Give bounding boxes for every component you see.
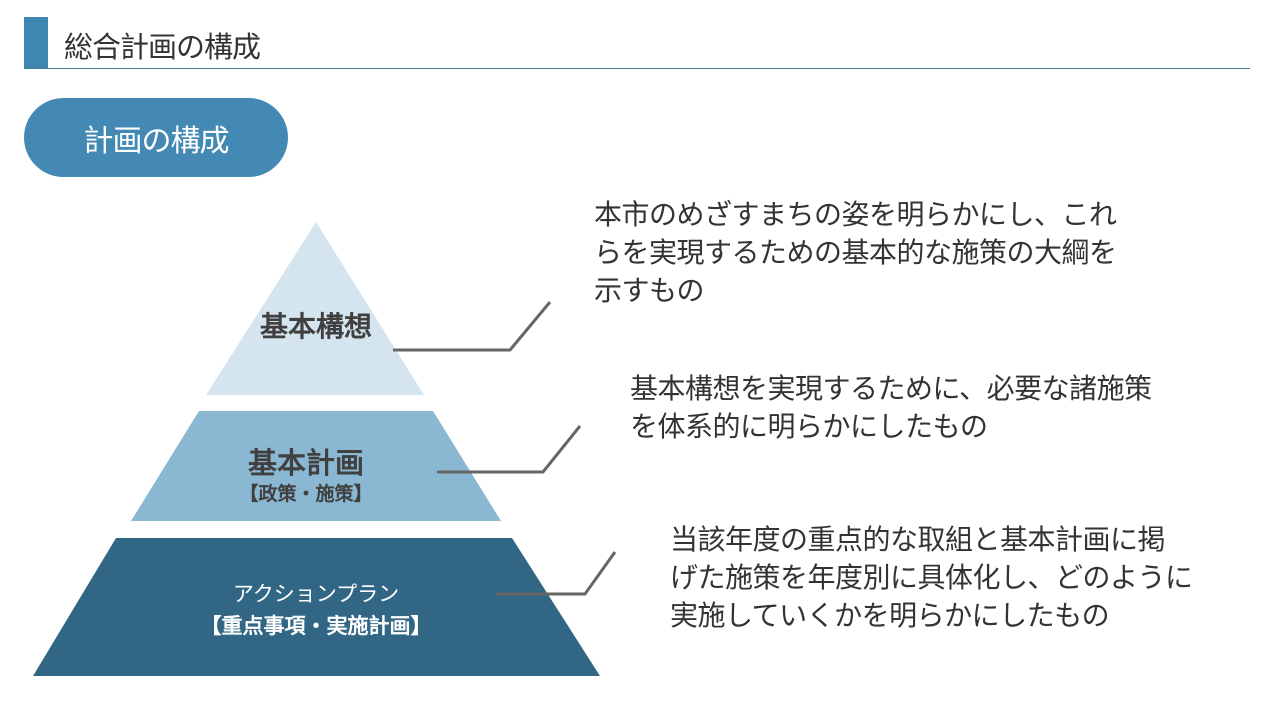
description-line: げた施策を年度別に具体化し、どのように [670,561,1193,594]
pyramid-level-2-label: 基本計画 [247,446,364,480]
connector-line-2 [437,425,582,474]
pyramid-level-3-sublabel: 【重点事項・実施計画】 [200,614,432,638]
pyramid-level-1-shape [206,222,424,395]
description-line: 実施していくかを明らかにしたもの [670,599,1110,632]
description-line: らを実現するための基本的な施策の大綱を [594,236,1117,269]
title-accent-bar [24,17,48,69]
description-line: 本市のめざすまちの姿を明らかにし、これ [594,198,1117,231]
connector-line-3 [496,551,617,596]
title-underline [24,68,1250,69]
connector-line-1 [393,301,552,352]
page-title: 総合計画の構成 [64,30,261,64]
section-pill: 計画の構成 [24,98,288,177]
pyramid-level-3-shape [33,538,600,676]
description-line: を体系的に明らかにしたもの [630,410,988,443]
description-line: 基本構想を実現するために、必要な諸施策 [630,372,1152,405]
description-line: 当該年度の重点的な取組と基本計画に掲 [670,523,1166,556]
description-3: 当該年度の重点的な取組と基本計画に掲 げた施策を年度別に具体化し、どのように 実… [670,521,1193,635]
pyramid-level-2-sublabel: 【政策・施策】 [239,483,373,505]
description-line: 示すもの [594,274,705,307]
description-2: 基本構想を実現するために、必要な諸施策 を体系的に明らかにしたもの [630,370,1152,446]
pyramid-level-1-label: 基本構想 [259,310,372,343]
pyramid-level-2-shape [131,411,501,521]
pyramid-level-3-label: アクションプラン [232,582,400,606]
description-1: 本市のめざすまちの姿を明らかにし、これ らを実現するための基本的な施策の大綱を … [594,196,1117,310]
